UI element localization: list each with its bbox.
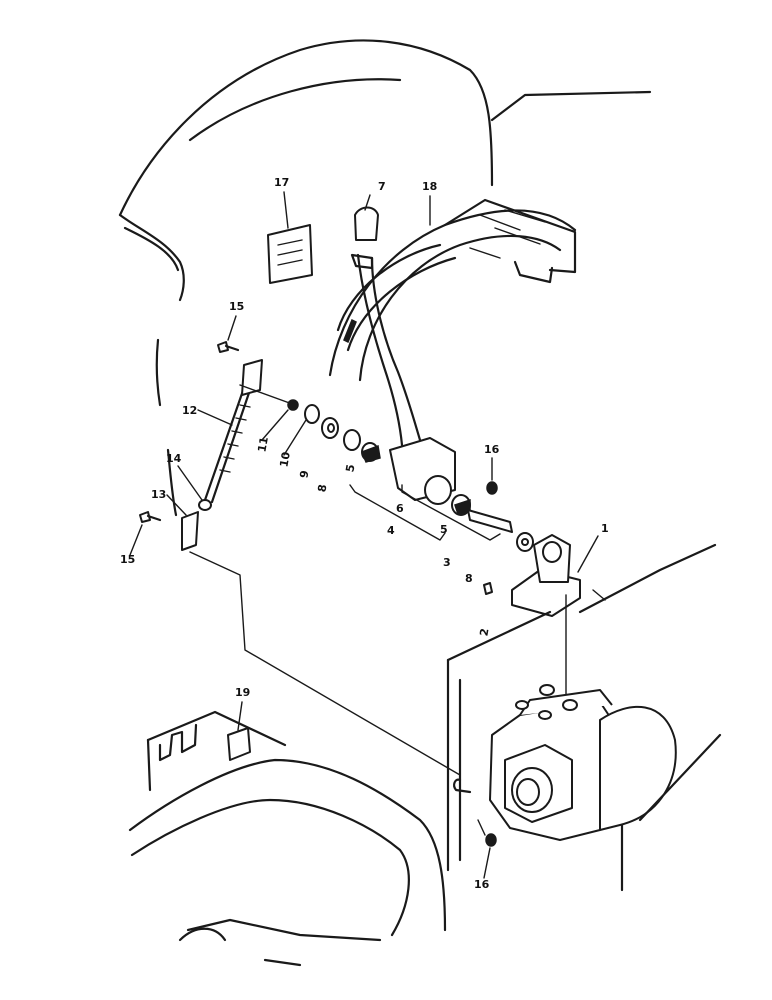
callout-8a: 8 bbox=[315, 483, 329, 493]
callout-10: 10 bbox=[277, 450, 293, 468]
callout-15a: 15 bbox=[229, 300, 244, 313]
callout-1: 1 bbox=[601, 522, 609, 535]
transmission-housing bbox=[446, 543, 722, 892]
callout-19: 19 bbox=[235, 686, 250, 699]
callout-6: 6 bbox=[396, 502, 404, 515]
callout-2: 2 bbox=[477, 627, 491, 637]
callout-14: 14 bbox=[166, 452, 182, 465]
callout-5b: 5 bbox=[440, 523, 448, 536]
callout-4: 4 bbox=[387, 524, 395, 537]
linkage-rod bbox=[181, 359, 263, 551]
guide-lines bbox=[189, 384, 606, 836]
shift-quadrant bbox=[328, 198, 577, 382]
floor-panel bbox=[128, 710, 447, 967]
callout-9: 9 bbox=[297, 469, 311, 479]
callout-11: 11 bbox=[255, 436, 270, 453]
callout-13: 13 bbox=[151, 488, 166, 501]
callout-12: 12 bbox=[182, 404, 197, 417]
hood-outline bbox=[118, 39, 652, 517]
callout-5a: 5 bbox=[343, 463, 357, 473]
lever-knob bbox=[354, 206, 379, 241]
callout-16a: 16 bbox=[484, 443, 500, 456]
callout-15b: 15 bbox=[120, 553, 135, 566]
callout-18: 18 bbox=[422, 180, 437, 193]
washers-and-bushings bbox=[287, 399, 534, 595]
shift-lever bbox=[350, 253, 456, 505]
pivot-bracket bbox=[511, 534, 581, 617]
callout-8b: 8 bbox=[465, 572, 473, 585]
bolts-15 bbox=[139, 341, 240, 523]
callout-16b: 16 bbox=[474, 878, 490, 891]
callout-3: 3 bbox=[443, 556, 451, 569]
callout-17: 17 bbox=[274, 176, 289, 189]
callouts: 1 2 3 4 5 5 6 7 8 8 9 10 11 12 13 14 15 … bbox=[120, 176, 609, 891]
callout-7: 7 bbox=[378, 180, 386, 193]
decal-plate bbox=[267, 224, 313, 284]
